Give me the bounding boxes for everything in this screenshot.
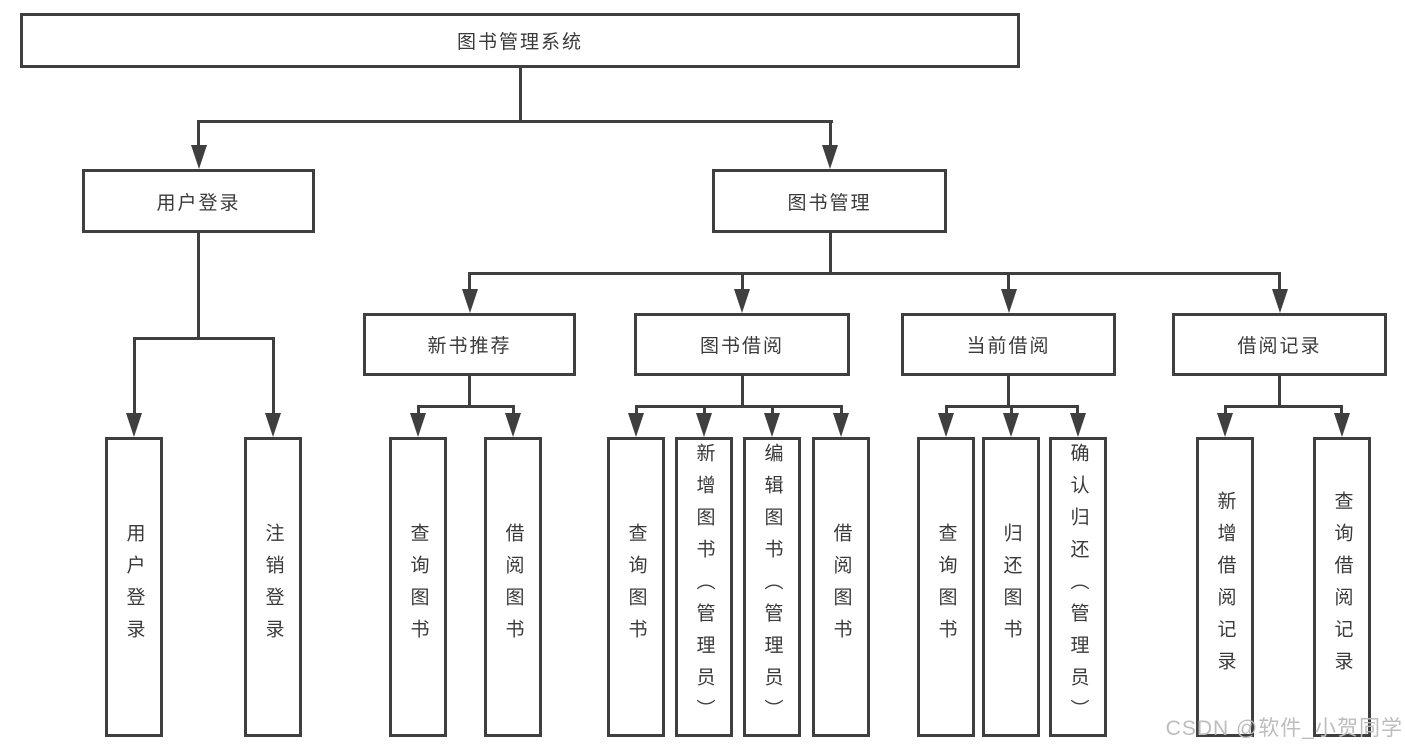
node-label: 图书管理系统 <box>456 32 583 53</box>
node-label: 新增图书（管理员） <box>693 443 715 731</box>
node-leaf-edit-books-admin: 编辑图书（管理员） <box>743 437 801 737</box>
node-user-login: 用户登录 <box>82 169 315 233</box>
connector-line <box>1007 272 1010 291</box>
node-label: 确认归还（管理员） <box>1067 443 1089 731</box>
watermark: CSDN @软件_小贺同学 <box>1165 717 1403 740</box>
connector-line <box>417 405 420 416</box>
connector-line <box>703 405 706 416</box>
connector-line <box>635 405 638 416</box>
node-label: 查询借阅记录 <box>1331 491 1353 683</box>
node-book-borrow: 图书借阅 <box>634 313 850 376</box>
connector-line <box>133 337 136 415</box>
connector-line <box>829 120 832 146</box>
connector-line <box>635 405 843 408</box>
node-label: 查询图书 <box>407 523 429 651</box>
arrow-down-icon <box>764 413 780 437</box>
node-label: 用户登录 <box>156 192 241 214</box>
node-leaf-user-login: 用户登录 <box>105 437 163 737</box>
node-label: 查询图书 <box>935 523 957 651</box>
connector-line <box>468 272 471 291</box>
node-label: 注销登录 <box>262 523 284 651</box>
node-label: 编辑图书（管理员） <box>761 443 783 731</box>
arrow-down-icon <box>696 413 712 437</box>
node-leaf-query-books-1: 查询图书 <box>389 437 447 737</box>
node-label: 用户登录 <box>123 523 145 651</box>
connector-line <box>1007 376 1010 408</box>
node-leaf-borrow-books-1: 借阅图书 <box>484 437 542 737</box>
node-label: 新增借阅记录 <box>1214 491 1236 683</box>
arrow-down-icon <box>462 289 478 313</box>
node-label: 借阅图书 <box>830 523 852 651</box>
connector-line <box>741 376 744 408</box>
connector-line <box>272 337 275 415</box>
arrow-down-icon <box>410 413 426 437</box>
connector-line <box>197 120 833 123</box>
arrow-down-icon <box>833 413 849 437</box>
connector-line <box>519 68 522 120</box>
node-label: 查询图书 <box>625 523 647 651</box>
connector-line <box>1010 405 1013 416</box>
node-leaf-logout: 注销登录 <box>244 437 302 737</box>
connector-line <box>945 405 948 416</box>
node-current-borrow: 当前借阅 <box>901 313 1116 376</box>
node-book-management: 图书管理 <box>712 169 947 233</box>
node-label: 新书推荐 <box>427 336 512 357</box>
connector-line <box>840 405 843 416</box>
connector-line <box>468 272 1281 275</box>
connector-line <box>1340 405 1343 416</box>
node-label: 图书管理 <box>787 192 872 214</box>
arrow-down-icon <box>126 413 142 437</box>
connector-line <box>1224 405 1343 408</box>
node-label: 图书借阅 <box>699 336 784 357</box>
arrow-down-icon <box>1334 413 1350 437</box>
connector-line <box>468 376 471 408</box>
connector-line <box>829 233 832 272</box>
arrow-down-icon <box>265 413 281 437</box>
node-leaf-query-borrow-record: 查询借阅记录 <box>1313 437 1371 737</box>
connector-line <box>1278 376 1281 408</box>
arrow-down-icon <box>1001 289 1017 313</box>
connector-line <box>417 405 514 408</box>
arrow-down-icon <box>1272 289 1288 313</box>
node-leaf-query-books-3: 查询图书 <box>917 437 975 737</box>
node-leaf-add-books-admin: 新增图书（管理员） <box>675 437 733 737</box>
node-new-book-recommend: 新书推荐 <box>363 313 576 376</box>
connector-line <box>197 120 200 146</box>
arrow-down-icon <box>1070 413 1086 437</box>
node-label: 当前借阅 <box>966 336 1051 357</box>
connector-line <box>197 233 200 337</box>
connector-line <box>741 272 744 291</box>
connector-line <box>1278 272 1281 291</box>
connector-line <box>1224 405 1227 416</box>
arrow-down-icon <box>822 145 838 169</box>
node-borrow-records: 借阅记录 <box>1172 313 1387 376</box>
node-label: 归还图书 <box>1000 523 1022 651</box>
arrow-down-icon <box>1217 413 1233 437</box>
connector-line <box>133 337 275 340</box>
connector-line <box>771 405 774 416</box>
node-label: 借阅图书 <box>502 523 524 651</box>
node-library-management-system: 图书管理系统 <box>20 13 1020 68</box>
node-leaf-query-books-2: 查询图书 <box>607 437 665 737</box>
arrow-down-icon <box>505 413 521 437</box>
arrow-down-icon <box>734 289 750 313</box>
node-leaf-confirm-return-admin: 确认归还（管理员） <box>1049 437 1107 737</box>
arrow-down-icon <box>191 145 207 169</box>
arrow-down-icon <box>628 413 644 437</box>
connector-line <box>1076 405 1079 416</box>
connector-line <box>512 405 515 416</box>
arrow-down-icon <box>938 413 954 437</box>
node-label: 借阅记录 <box>1237 336 1322 357</box>
node-leaf-return-books: 归还图书 <box>982 437 1040 737</box>
arrow-down-icon <box>1003 413 1019 437</box>
node-leaf-borrow-books-2: 借阅图书 <box>812 437 870 737</box>
node-leaf-add-borrow-record: 新增借阅记录 <box>1196 437 1254 737</box>
